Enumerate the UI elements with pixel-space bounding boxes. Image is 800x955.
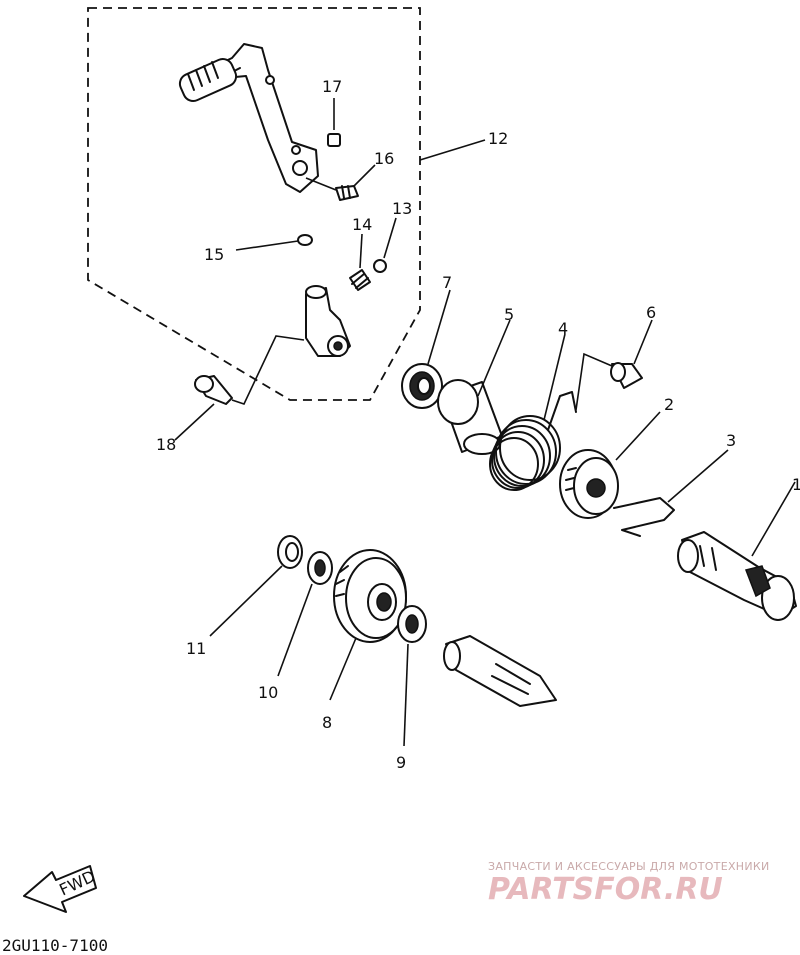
callout-8: 8 bbox=[322, 713, 332, 732]
washer-9 bbox=[397, 605, 427, 643]
callout-12: 12 bbox=[488, 129, 508, 148]
ball-15 bbox=[297, 234, 313, 246]
clip-3 bbox=[613, 497, 675, 537]
callout-16: 16 bbox=[374, 149, 394, 168]
bolt-18 bbox=[194, 375, 233, 405]
torsion-spring-4 bbox=[489, 391, 577, 491]
callout-13: 13 bbox=[392, 199, 412, 218]
callout-6: 6 bbox=[646, 303, 656, 322]
ball-13 bbox=[373, 259, 387, 273]
callout-3: 3 bbox=[726, 431, 736, 450]
kick-crank-lever bbox=[178, 43, 319, 193]
watermark-logo: PARTSFOR.RU bbox=[488, 872, 723, 907]
callout-5: 5 bbox=[504, 305, 514, 324]
callout-17: 17 bbox=[322, 77, 342, 96]
callout-2: 2 bbox=[664, 395, 674, 414]
callout-1: 1 bbox=[792, 475, 800, 494]
ratchet-wheel-2 bbox=[559, 449, 619, 519]
main-axle bbox=[443, 635, 557, 707]
washer-10 bbox=[307, 551, 333, 585]
callout-15: 15 bbox=[204, 245, 224, 264]
diagram-part-code: 2GU110-7100 bbox=[2, 936, 108, 955]
kick-boss bbox=[305, 285, 351, 357]
kick-crank-assembly-boundary bbox=[87, 7, 421, 401]
kick-axle-1 bbox=[677, 531, 797, 621]
collar-5 bbox=[437, 379, 503, 455]
callout-18: 18 bbox=[156, 435, 176, 454]
callout-4: 4 bbox=[558, 319, 568, 338]
callout-11: 11 bbox=[186, 639, 206, 658]
bolt-16 bbox=[335, 185, 359, 201]
callout-9: 9 bbox=[396, 753, 406, 772]
circlip-11 bbox=[277, 535, 303, 569]
collar-6 bbox=[610, 362, 643, 389]
bearing-7 bbox=[401, 363, 443, 409]
kick-idle-gear-8 bbox=[333, 549, 407, 643]
fwd-direction-arrow: FWD bbox=[23, 865, 98, 913]
watermark-tagline: ЗАПЧАСТИ И АКСЕССУАРЫ ДЛЯ МОТОТЕХНИКИ bbox=[488, 860, 770, 873]
callout-7: 7 bbox=[442, 273, 452, 292]
callout-14: 14 bbox=[352, 215, 372, 234]
spring-14 bbox=[349, 269, 371, 291]
callout-10: 10 bbox=[258, 683, 278, 702]
nut-17 bbox=[327, 133, 341, 147]
